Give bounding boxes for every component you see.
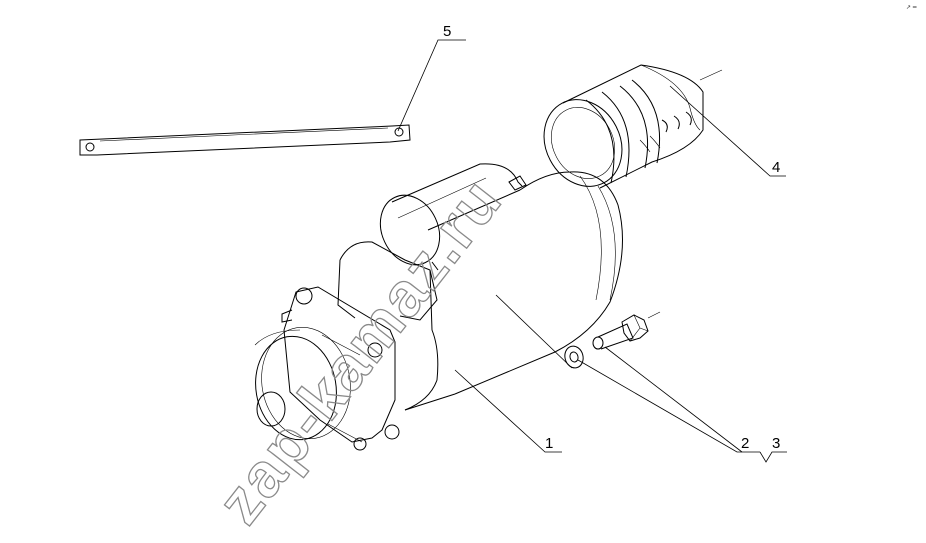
starter-part — [254, 163, 623, 451]
callout-4: 4 — [772, 159, 780, 176]
bolt-part — [592, 311, 661, 350]
callout-1: 1 — [545, 435, 553, 452]
callout-2: 2 — [741, 435, 749, 452]
washer-part — [564, 345, 584, 369]
callout-5: 5 — [443, 23, 451, 40]
corner-mark: ↗ ═ — [906, 4, 917, 11]
callout-3: 3 — [772, 435, 780, 452]
watermark: zap-kamaz.ru — [205, 166, 516, 537]
protective-cover-part — [543, 64, 723, 189]
strap-part — [79, 124, 411, 156]
leader-lines — [397, 39, 787, 463]
